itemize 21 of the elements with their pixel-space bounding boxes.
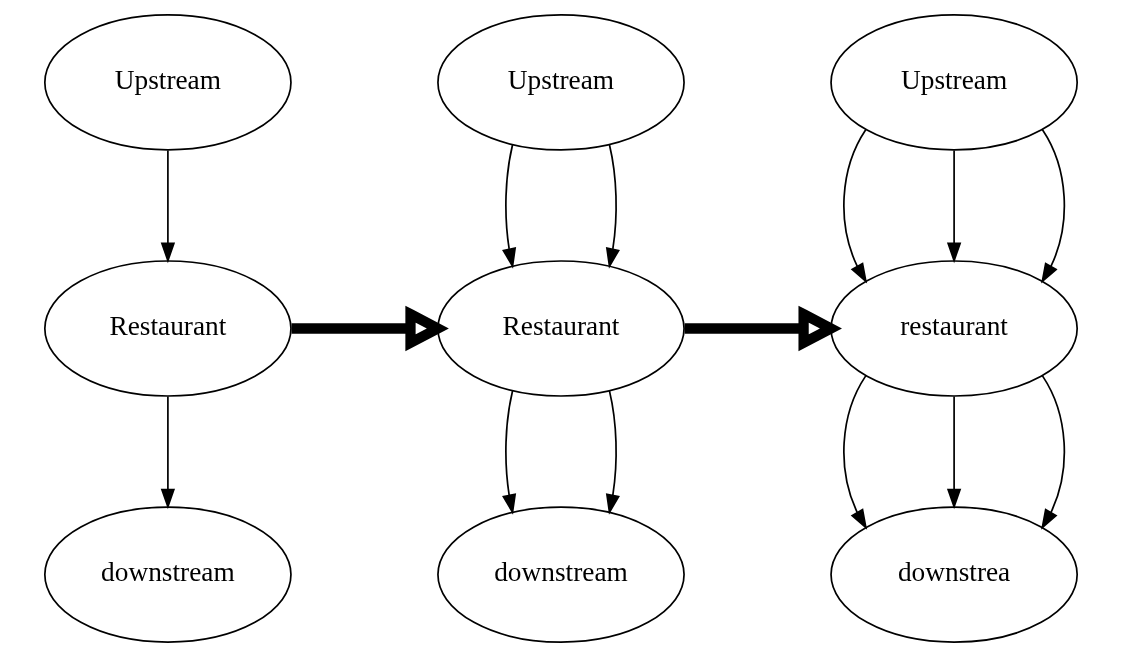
arrow [605,389,620,515]
arrow [842,375,867,530]
node-ellipse: downstream [436,506,685,643]
arrow [842,128,867,284]
arrow [684,305,842,352]
arrow [160,149,175,264]
arrow [291,305,449,352]
node-ellipse: Restaurant [436,260,685,397]
arrow [605,143,620,269]
arrow [1040,375,1065,530]
arrow [1040,128,1065,284]
arrow [946,395,961,510]
arrow [501,389,516,515]
node-ellipse: Restaurant [43,260,292,397]
node-ellipse: Upstream [43,14,292,151]
arrow [946,149,961,264]
arrow [501,143,516,269]
node-ellipse: downstream [43,506,292,643]
node-ellipse: Upstream [829,14,1078,151]
arrow [160,395,175,510]
node-ellipse: Upstream [436,14,685,151]
